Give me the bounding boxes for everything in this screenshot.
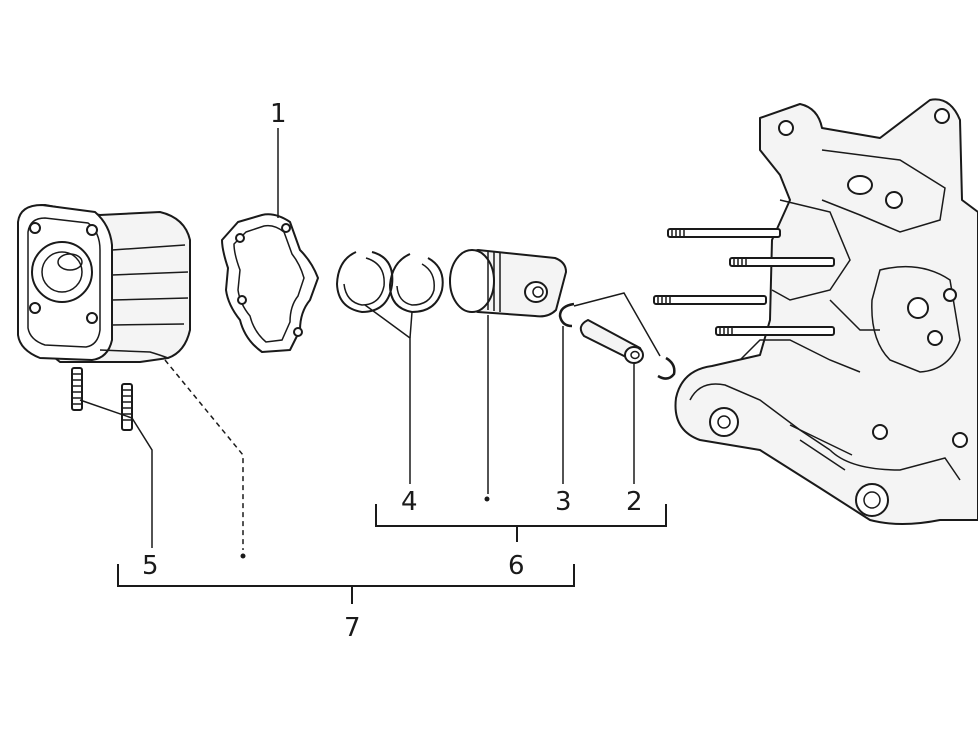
- studs: [71, 367, 133, 431]
- label-4: 4: [401, 487, 418, 517]
- head-gasket: [221, 213, 319, 353]
- cylinder: [17, 204, 191, 363]
- cylinder-dot: [240, 553, 246, 559]
- piston: [449, 249, 567, 318]
- crankcase: [674, 98, 978, 525]
- piston-assembly-bracket: [375, 504, 667, 542]
- label-2: 2: [626, 487, 643, 517]
- piston-pin: [579, 319, 644, 364]
- label-1: 1: [270, 99, 287, 129]
- leader-lines: [79, 128, 661, 550]
- piston-dot: [484, 496, 490, 502]
- cylinder-assembly-bracket: [117, 564, 575, 604]
- label-5: 5: [142, 551, 159, 581]
- circlips: [558, 302, 676, 380]
- crankcase-studs: [653, 228, 835, 336]
- piston-rings: [336, 251, 444, 313]
- label-3: 3: [555, 487, 572, 517]
- label-7: 7: [344, 613, 361, 643]
- label-6: 6: [508, 551, 525, 581]
